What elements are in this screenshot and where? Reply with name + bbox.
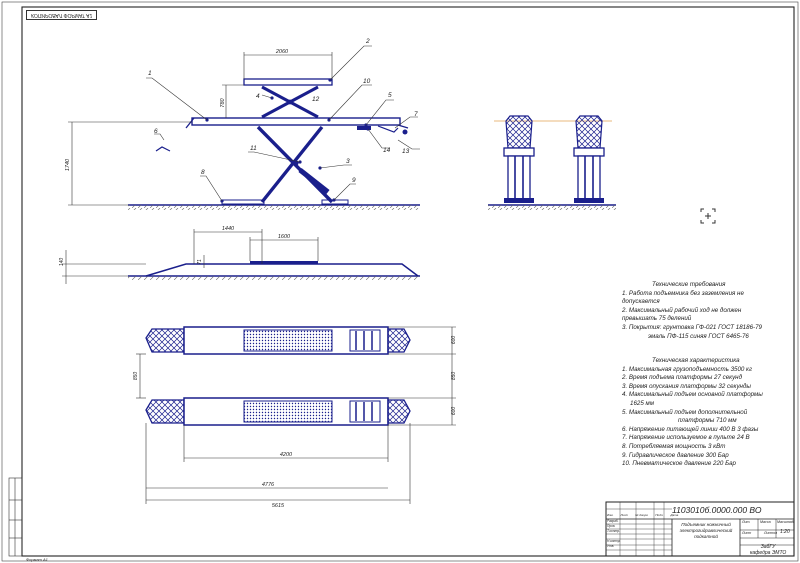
sheets-label: Листов bbox=[764, 531, 778, 535]
tech-spec-line: 8. Потребляемая мощность 3 кВт bbox=[622, 442, 726, 450]
dim-5615: 5615 bbox=[272, 503, 285, 509]
tech-spec-line: 9. Гидравлическое давление 300 Бар bbox=[622, 451, 729, 459]
role-label: Разраб. bbox=[607, 519, 619, 523]
tech-req-line: 2. Максимальный рабочий ход не должен bbox=[622, 306, 742, 314]
dim-600-bottom: 600 bbox=[451, 407, 457, 416]
callout-8: 8 bbox=[201, 169, 205, 176]
tech-spec-line: 1625 мм bbox=[630, 399, 654, 407]
callout-13: 13 bbox=[402, 148, 410, 155]
callout-6: 6 bbox=[154, 128, 158, 135]
callout-3: 3 bbox=[346, 158, 350, 165]
header-cell: № докум. bbox=[635, 513, 649, 517]
item-name-line: Подъемник ножничный bbox=[681, 522, 731, 527]
dim-1440: 1440 bbox=[222, 226, 235, 232]
org-line: ЗабГУ bbox=[760, 544, 776, 550]
dim-1600: 1600 bbox=[278, 234, 291, 240]
tech-spec-line: платформы 710 мм bbox=[678, 417, 737, 425]
dim-4776: 4776 bbox=[262, 482, 275, 488]
lit-label: Лит. bbox=[742, 520, 751, 524]
dim-850-left: 850 bbox=[133, 372, 139, 381]
tech-req-line: превышать 75 делений bbox=[622, 315, 692, 323]
roles-column: Разраб. Пров. Т.контр. Н.контр. Утв. bbox=[607, 519, 621, 549]
tech-req-line: допускается bbox=[622, 298, 660, 306]
tech-spec-line: 4. Максимальный подъем основной платформ… bbox=[622, 391, 763, 399]
role-label: Утв. bbox=[607, 544, 615, 548]
callout-1: 1 bbox=[148, 70, 152, 77]
dim-600-top: 600 bbox=[451, 336, 457, 345]
callout-5: 5 bbox=[388, 92, 392, 99]
org-line: кафедра ЭМТО bbox=[750, 550, 787, 556]
tech-spec-line: 10. Пневматическое давление 220 Бар bbox=[622, 460, 736, 468]
callout-2: 2 bbox=[365, 38, 370, 45]
header-row: Изм. Лист № докум. Подп. Дата bbox=[607, 513, 678, 517]
callout-10: 10 bbox=[363, 78, 371, 85]
tech-spec-line: 7. Напряжение используемое в пульте 24 В bbox=[622, 434, 750, 442]
tech-spec-line: 5. Максимальный подъем дополнительной bbox=[622, 408, 748, 416]
scale-label: Масштаб bbox=[777, 520, 794, 524]
tech-req-line: 1. Работа подъемника без заземления не bbox=[622, 289, 744, 297]
callout-12: 12 bbox=[312, 96, 320, 103]
callout-11: 11 bbox=[250, 145, 257, 152]
item-name-line: электрогидравлический bbox=[679, 528, 733, 533]
tech-req-line: эмаль ПФ-115 синяя ГОСТ 6465-76 bbox=[648, 332, 749, 340]
item-name-line: подкатной bbox=[694, 534, 718, 539]
bottom-format-stamp: Формат А1 bbox=[26, 557, 48, 562]
folded-view: 1440 1600 140 71 bbox=[59, 226, 420, 284]
end-view bbox=[488, 115, 616, 210]
role-label: Пров. bbox=[607, 524, 616, 528]
tech-spec-heading: Техническая характеристика bbox=[652, 357, 740, 364]
dim-780: 780 bbox=[220, 97, 226, 107]
callout-4: 4 bbox=[256, 93, 260, 100]
mass-label: Масса bbox=[760, 520, 771, 524]
doc-code: 1103010б.0000.000 ВО bbox=[672, 505, 762, 515]
inner-frame bbox=[21, 6, 795, 557]
dim-850-right: 850 bbox=[451, 372, 457, 381]
header-cell: Изм. bbox=[607, 513, 614, 517]
role-label: Т.контр. bbox=[607, 529, 620, 533]
callout-7: 7 bbox=[414, 111, 418, 118]
scale-value: 1:20 bbox=[780, 529, 790, 535]
role-label: Н.контр. bbox=[607, 539, 621, 543]
tech-specs: Техническая характеристика 1. Максимальн… bbox=[622, 357, 763, 469]
dim-140: 140 bbox=[59, 258, 65, 267]
header-cell: Лист bbox=[620, 513, 629, 517]
dim-1740: 1740 bbox=[65, 158, 71, 171]
header-cell: Подп. bbox=[655, 513, 664, 517]
left-margin-stamp bbox=[8, 477, 23, 557]
callout-9: 9 bbox=[352, 177, 356, 184]
item-name: Подъемник ножничный электрогидравлически… bbox=[674, 522, 738, 540]
tech-spec-line: 2. Время подъема платформы 27 секунд bbox=[622, 374, 743, 382]
title-block-frame bbox=[605, 501, 795, 557]
tech-spec-line: 3. Время опускания платформы 32 секунды bbox=[622, 382, 751, 390]
side-view: 2060 780 1740 1 2 3 4 5 6 7 8 9 10 11 12… bbox=[65, 38, 420, 210]
tech-requirements: Технические требования 1. Работа подъемн… bbox=[622, 281, 762, 341]
plan-view: 600 850 600 850 4200 4776 5615 bbox=[133, 326, 457, 509]
tech-req-line: 3. Покрытия: грунтовка ГФ-021 ГОСТ 18186… bbox=[622, 323, 762, 331]
dim-71: 71 bbox=[197, 259, 203, 265]
org-block: ЗабГУ кафедра ЭМТО bbox=[750, 544, 786, 556]
tech-spec-line: 6. Напряжение питающей линии 400 В 3 фаз… bbox=[622, 425, 759, 433]
zoom-plus-icon[interactable] bbox=[700, 208, 716, 224]
format-stamp: КОПИРОВАЛ ФОРМАТ А1 bbox=[26, 10, 98, 20]
sheet-label: Лист bbox=[742, 531, 752, 535]
header-cell: Дата bbox=[670, 513, 679, 517]
tech-req-heading: Технические требования bbox=[652, 281, 726, 288]
dim-2060: 2060 bbox=[275, 49, 289, 55]
callout-14: 14 bbox=[383, 147, 391, 154]
dim-4200: 4200 bbox=[280, 452, 293, 458]
tech-spec-line: 1. Максимальная грузоподъемность 3500 кг bbox=[622, 365, 753, 373]
